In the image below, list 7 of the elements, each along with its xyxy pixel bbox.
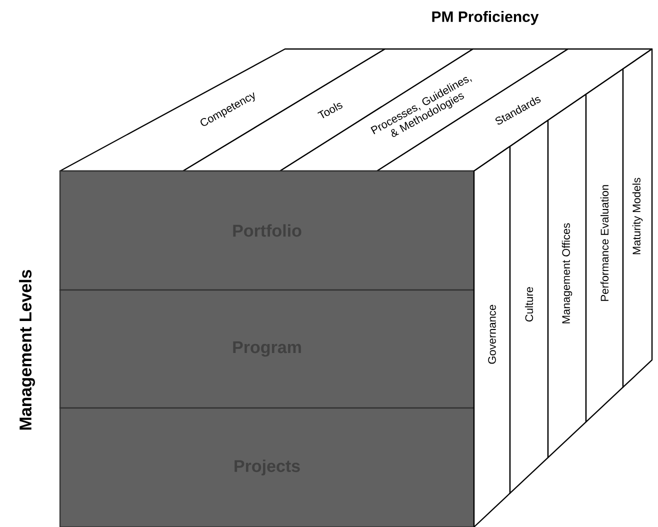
strip-label: Performance Evaluation [585, 68, 624, 423]
axis-title: Management Levels [19, 270, 35, 430]
strip-label: Maturity Models [622, 48, 653, 388]
strip-label: Management Offices [547, 94, 587, 458]
axis-title: PM Proficiency [432, 11, 539, 25]
strip-label: Culture [509, 120, 549, 494]
strip-label: Governance [473, 146, 511, 527]
